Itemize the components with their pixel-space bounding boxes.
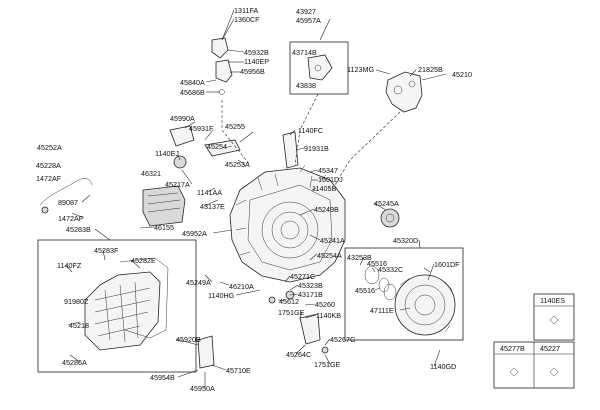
label-1601DF: 1601DF (434, 260, 460, 269)
transmission-case (229, 164, 346, 283)
label-45271C: 45271C (290, 272, 315, 281)
rear-cover (394, 274, 456, 336)
label-45516-a: 45516 (367, 259, 387, 268)
label-45957A: 45957A (296, 16, 321, 25)
label-45254: 45254 (207, 142, 227, 151)
label-1140FZ: 1140FZ (57, 261, 82, 270)
label-1141AA: 1141AA (197, 188, 222, 197)
label-45228A: 45228A (36, 161, 61, 170)
valve-parts (169, 125, 299, 169)
label-45227: 45227 (540, 344, 560, 353)
label-45950A: 45950A (190, 384, 215, 393)
label-45218: 45218 (69, 321, 89, 330)
leader-lines (65, 9, 447, 388)
label-1601DJ: 1601DJ (318, 175, 343, 184)
label-45840A: 45840A (180, 78, 205, 87)
label-45245A: 45245A (374, 199, 399, 208)
label-43714B: 43714B (292, 48, 317, 57)
label-45612: 45612 (279, 297, 299, 306)
label-1472AF-a: 1472AF (36, 174, 62, 183)
label-45990A: 45990A (170, 114, 195, 123)
label-45260: 45260 (315, 300, 335, 309)
label-45320D: 45320D (393, 236, 418, 245)
reference-boxes (493, 293, 575, 389)
label-45282E: 45282E (131, 256, 156, 265)
rear-seal (380, 208, 400, 228)
label-1360CF: 1360CF (234, 15, 260, 24)
label-45241A: 45241A (320, 236, 345, 245)
label-1140FC: 1140FC (298, 126, 323, 135)
cooler-hose (39, 178, 93, 214)
label-11405B: 11405B (312, 184, 336, 193)
label-1140HG: 1140HG (208, 291, 235, 300)
label-89087: 89087 (58, 198, 78, 207)
label-43838: 43838 (296, 81, 316, 90)
label-43171B: 43171B (298, 290, 323, 299)
label-91980Z: 91980Z (64, 297, 89, 306)
pan-gasket (119, 257, 169, 339)
label-45283B: 45283B (66, 225, 91, 234)
label-1123MG: 1123MG (347, 65, 374, 74)
label-45210: 45210 (452, 70, 472, 79)
rear-cover-box (344, 247, 464, 341)
label-45954B: 45954B (150, 373, 175, 382)
label-45249A: 45249A (186, 278, 211, 287)
label-45252A: 45252A (37, 143, 62, 152)
label-45323B: 45323B (298, 281, 323, 290)
label-45254A: 45254A (317, 251, 342, 260)
label-45516-b: 45516 (355, 286, 375, 295)
label-45686B: 45686B (180, 88, 205, 97)
label-45255: 45255 (225, 122, 245, 131)
label-45217A: 45217A (165, 180, 190, 189)
label-1311FA: 1311FA (234, 6, 258, 15)
o-rings (364, 265, 397, 301)
label-45249B: 45249B (314, 205, 339, 214)
label-45952A: 45952A (182, 229, 207, 238)
label-46321: 46321 (141, 169, 161, 178)
label-45931F: 45931F (189, 124, 214, 133)
label-45264C: 45264C (286, 350, 311, 359)
label-45347: 45347 (318, 166, 338, 175)
label-46155: 46155 (154, 223, 174, 232)
label-43927: 43927 (296, 7, 316, 16)
shift-lever-parts (211, 37, 233, 95)
label-47111E: 47111E (370, 306, 394, 315)
label-45332C: 45332C (378, 265, 403, 274)
label-45956B: 45956B (240, 67, 265, 76)
part-labels: 1311FA 1360CF 45932B 1140EP 45956B 45840… (36, 6, 565, 393)
label-91931B: 91931B (304, 144, 329, 153)
label-1472AF-b: 1472AF (58, 214, 84, 223)
label-1140EJ: 1140EJ (155, 149, 179, 158)
oil-pan-box (37, 239, 197, 373)
label-43137E: 43137E (200, 202, 225, 211)
label-45920B: 45920B (176, 335, 201, 344)
label-1140GD: 1140GD (430, 362, 456, 371)
oil-filter (142, 185, 186, 227)
label-45710E: 45710E (226, 366, 251, 375)
label-45267G: 45267G (330, 335, 356, 344)
label-45253A: 45253A (225, 160, 250, 169)
label-46210A: 46210A (229, 282, 254, 291)
label-1751GE-b: 1751GE (314, 360, 341, 369)
label-45283F: 45283F (94, 246, 119, 255)
label-1140KB: 1140KB (316, 311, 341, 320)
label-45277B: 45277B (500, 344, 525, 353)
label-43253B: 43253B (347, 253, 372, 262)
label-45932B: 45932B (244, 48, 269, 57)
detail-box-shift-fork (289, 41, 349, 95)
label-1140ES: 1140ES (540, 296, 565, 305)
label-21825B: 21825B (418, 65, 443, 74)
label-45286A: 45286A (62, 358, 87, 367)
label-1751GE-a: 1751GE (278, 308, 305, 317)
oil-pan (84, 271, 161, 351)
bracket-45210 (385, 71, 423, 113)
lower-parts (197, 290, 329, 369)
label-1140EP: 1140EP (244, 57, 269, 66)
